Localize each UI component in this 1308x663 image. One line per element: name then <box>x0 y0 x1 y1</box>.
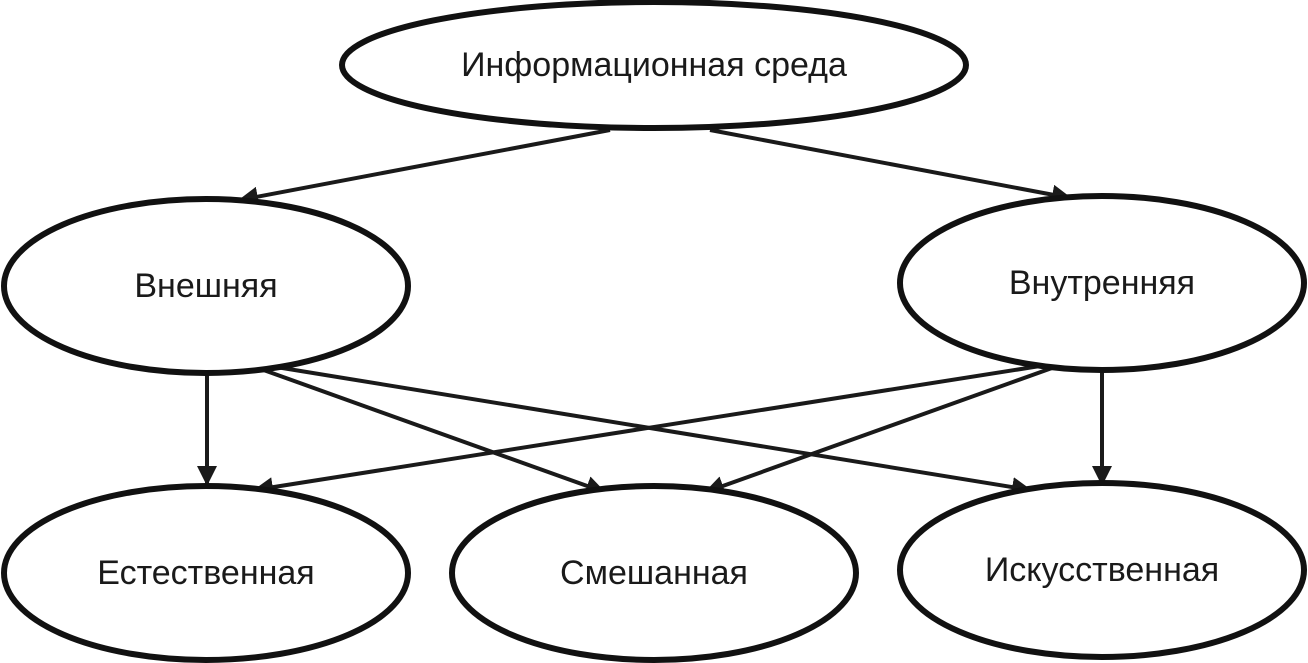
node-root: Информационная среда <box>339 0 969 131</box>
node-label-mixed: Смешанная <box>560 554 748 592</box>
node-label-internal: Внутренняя <box>1009 264 1195 302</box>
node-label-natural: Естественная <box>97 554 314 592</box>
edge-internal-to-mixed <box>704 366 1053 496</box>
edge-external-to-mixed <box>257 366 606 496</box>
edge-root-to-external <box>238 128 611 207</box>
edge-root-to-internal <box>709 128 1072 205</box>
node-artificial: Искусственная <box>897 480 1307 660</box>
edges-layer <box>197 128 1112 498</box>
node-label-artificial: Искусственная <box>985 551 1219 589</box>
edge-internal-to-natural <box>253 364 1041 498</box>
node-internal: Внутренняя <box>897 193 1307 373</box>
node-label-root: Информационная среда <box>461 46 847 84</box>
node-external: Внешняя <box>1 196 411 376</box>
node-label-external: Внешняя <box>134 267 277 305</box>
node-natural: Естественная <box>1 483 411 663</box>
node-mixed: Смешанная <box>449 483 859 663</box>
